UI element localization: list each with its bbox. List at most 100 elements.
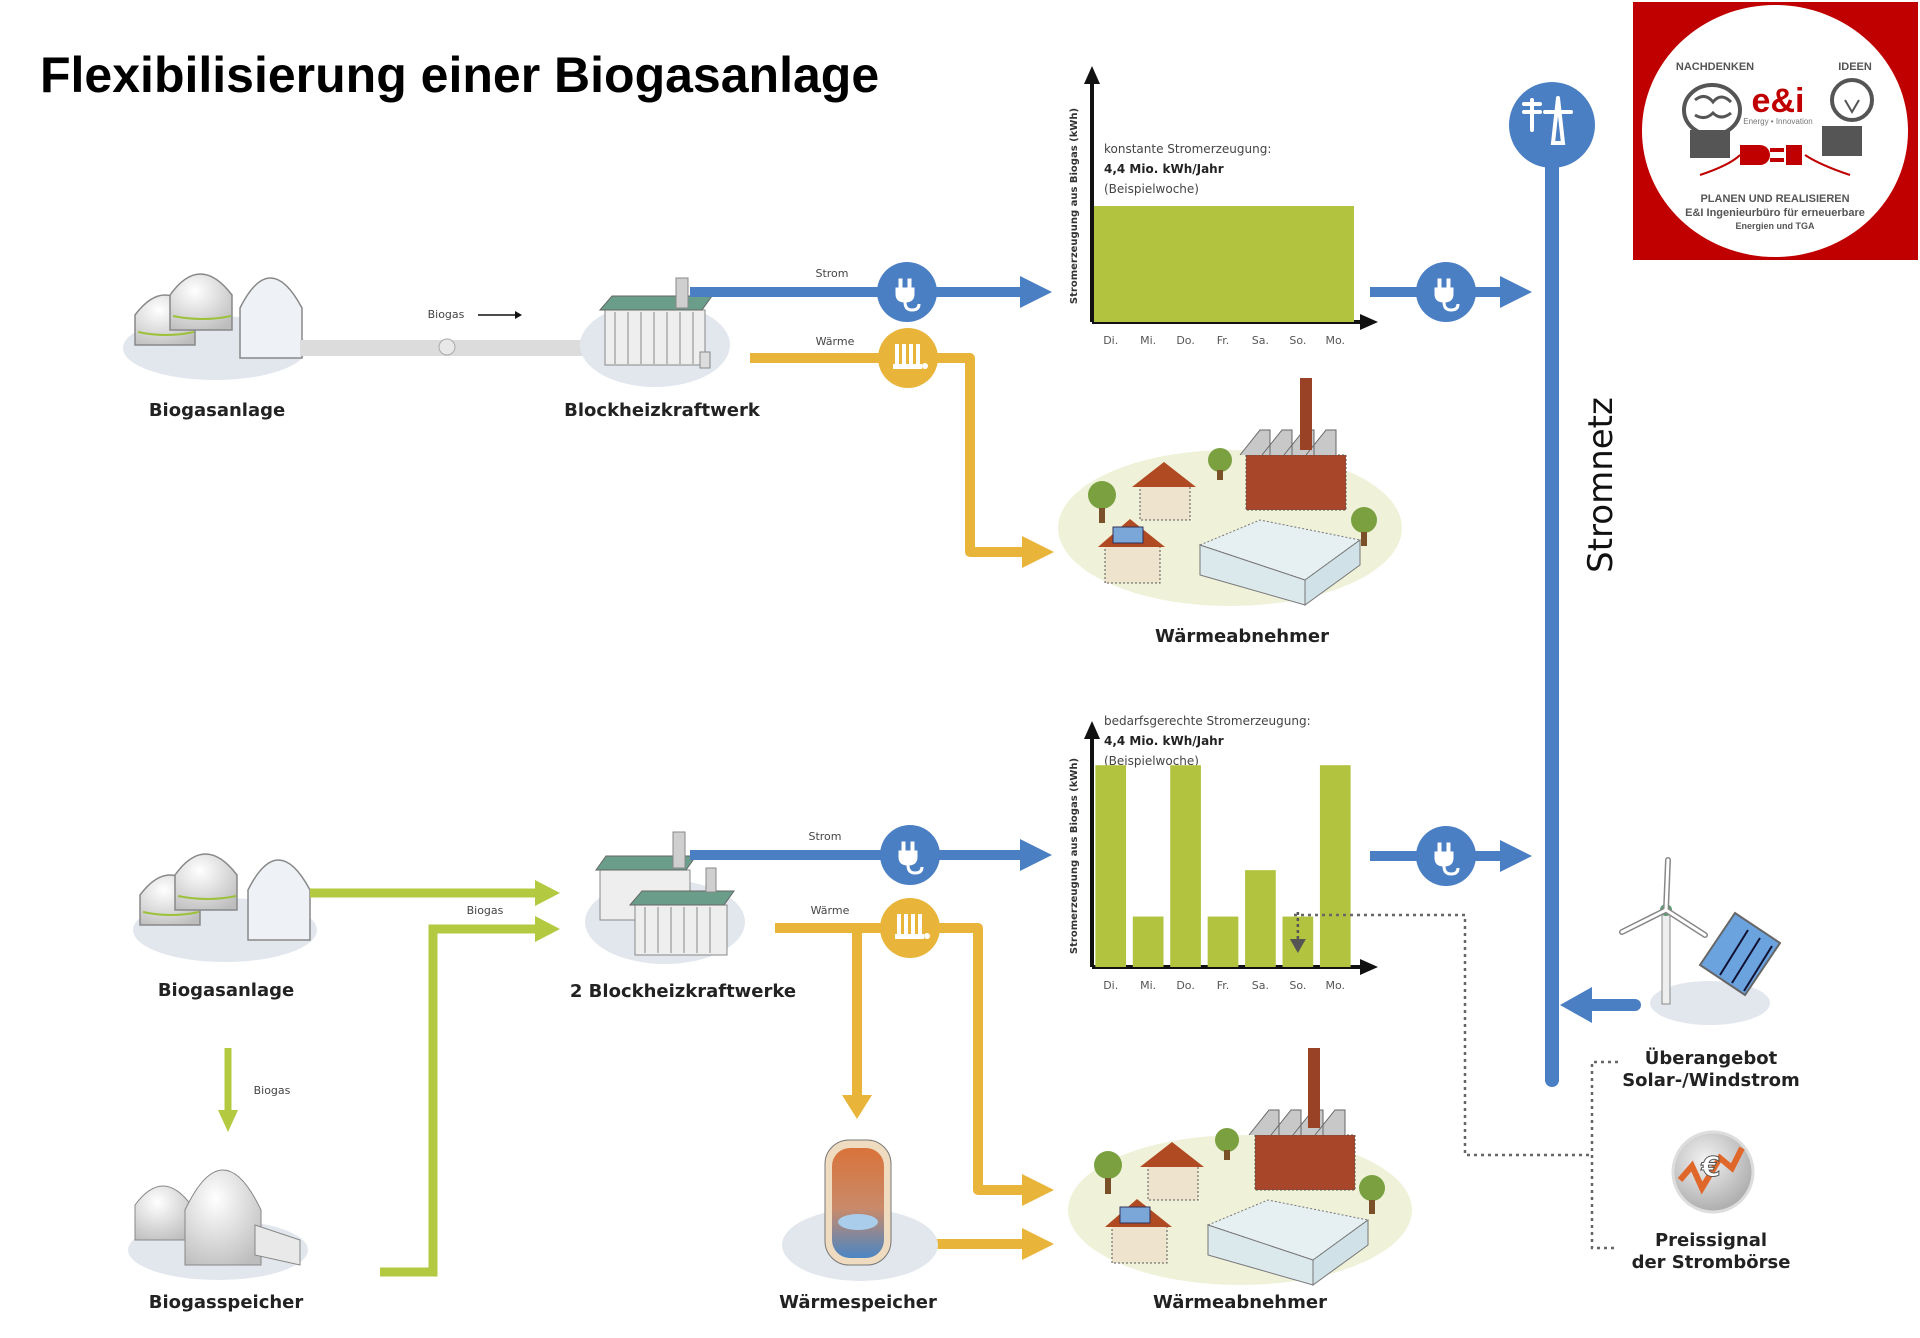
logo-text-ideen: IDEEN [1838, 61, 1872, 73]
strom-label: Strom [815, 267, 848, 280]
brain-icon [1682, 83, 1742, 158]
logo-text-nachdenken: NACHDENKEN [1676, 61, 1754, 73]
waerme-flow-line-2 [775, 923, 1030, 1195]
bar-mi [1132, 916, 1164, 967]
power-grid: Stromnetz [1509, 82, 1621, 1087]
x-tick-label: Mo. [1326, 979, 1346, 992]
plug-connection-icon [1699, 145, 1851, 176]
logo-brand: e&i [1752, 82, 1805, 120]
waerme-arrow-head [1022, 536, 1054, 568]
strom-label-2: Strom [808, 830, 841, 843]
grid-node [1509, 82, 1595, 168]
bar-fr [1207, 916, 1239, 967]
power-plug-icon [895, 278, 921, 312]
x-tick-label: Fr. [1217, 979, 1230, 992]
x-tick-label: Mi. [1140, 979, 1156, 992]
x-tick-label: Do. [1176, 334, 1195, 347]
waerme-node-2 [880, 898, 940, 958]
chart-subtitle: 4,4 Mio. kWh/Jahr [1104, 734, 1224, 748]
radiator-icon [893, 344, 928, 369]
chart-title: bedarfsgerechte Stromerzeugung: [1104, 714, 1311, 728]
power-plug-icon [1434, 842, 1460, 876]
power-plug-icon [1434, 278, 1460, 312]
chart-subtitle: 4,4 Mio. kWh/Jahr [1104, 162, 1224, 176]
grid-label: Stromnetz [1581, 397, 1621, 573]
chp-plant-icon [580, 277, 730, 387]
x-axis-arrow [1360, 314, 1378, 330]
chart-constant-generation: Stromerzeugung aus Biogas (kWh) konstante… [1069, 66, 1378, 347]
valve-icon [438, 338, 456, 356]
signal-dotted-lines [1294, 913, 1618, 1250]
logo-text-line1: PLANEN UND REALISIEREN [1700, 193, 1849, 205]
chp-plants-label: 2 Blockheizkraftwerke [570, 981, 796, 1002]
page-title: Flexibilisierung einer Biogasanlage [40, 47, 879, 103]
price-signal-label-1: Preissignal [1655, 1230, 1767, 1251]
power-pylon-icon [1522, 96, 1573, 145]
biogas-plant-label-2: Biogasanlage [158, 980, 294, 1001]
waerme-flow-line [750, 353, 1030, 557]
radiator-icon [895, 914, 930, 939]
bar-di [1095, 765, 1127, 967]
y-axis-arrow [1084, 721, 1100, 739]
waerme-label-2: Wärme [811, 904, 850, 917]
biogas-plant-label: Biogasanlage [149, 400, 285, 421]
biogas-storage-label: Biogasspeicher [149, 1292, 304, 1313]
price-signal-label-2: der Strombörse [1632, 1252, 1791, 1273]
x-tick-label: Mi. [1140, 334, 1156, 347]
heat-consumers-icon [1058, 378, 1402, 606]
biogas-plant-icon [123, 273, 307, 380]
oversupply-label-2: Solar-/Windstrom [1622, 1070, 1800, 1091]
waerme-node [878, 328, 938, 388]
heat-storage-label: Wärmespeicher [779, 1292, 937, 1313]
svg-text:€: € [1700, 1150, 1720, 1183]
bar-sa [1245, 870, 1276, 967]
y-axis-arrow [1084, 66, 1100, 84]
strom-to-grid-arrow [1500, 276, 1532, 308]
chart-title: konstante Stromerzeugung: [1104, 142, 1271, 156]
y-axis-label: Stromerzeugung aus Biogas (kWh) [1069, 108, 1080, 304]
chp-plant-label: Blockheizkraftwerk [564, 400, 761, 421]
x-tick-label: So. [1289, 979, 1306, 992]
biogas-pipe-label: Biogas [428, 308, 465, 321]
logo-text-line2: E&I Ingenieurbüro für erneuerbare [1685, 207, 1865, 219]
x-tick-label: Fr. [1217, 334, 1230, 347]
x-tick-label: Di. [1103, 334, 1118, 347]
biogas-plant-icon [133, 853, 317, 962]
logo-brand-sub: Energy • Innovation [1743, 117, 1813, 126]
biogas-storage-icon [128, 1169, 308, 1280]
biogas-storage-flow-line [380, 924, 540, 1277]
biogas-pipe-label-2: Biogas [467, 904, 504, 917]
y-axis-label: Stromerzeugung aus Biogas (kWh) [1069, 758, 1080, 954]
heat-consumers-label: Wärmeabnehmer [1155, 626, 1329, 647]
x-tick-label: Sa. [1252, 979, 1269, 992]
chart-note: (Beispielwoche) [1104, 754, 1199, 768]
x-tick-label: Sa. [1252, 334, 1269, 347]
chart-note: (Beispielwoche) [1104, 182, 1199, 196]
biogas-storage-pipe-label: Biogas [254, 1084, 291, 1097]
power-plug-icon [898, 841, 924, 875]
euro-price-icon: € [1671, 1130, 1755, 1214]
bar-block [1094, 206, 1354, 322]
x-tick-label: So. [1289, 334, 1306, 347]
heat-consumers-icon-2 [1068, 1048, 1412, 1286]
logo-text-line3: Energien und TGA [1735, 221, 1815, 231]
bottom-scenario: Biogasanlage Biogas Biogas Biogasspeiche… [128, 714, 1800, 1313]
light-bulb-icon [1822, 78, 1874, 156]
chp-plants-icon [585, 831, 745, 964]
bar-do [1170, 765, 1201, 967]
top-scenario: Biogasanlage Biogas Blockheizkraftwerk S… [123, 66, 1532, 647]
heat-consumers-label-2: Wärmeabnehmer [1153, 1292, 1327, 1313]
company-logo: NACHDENKEN IDEEN e&i Energy • Innovation… [1633, 2, 1918, 260]
oversupply-label-1: Überangebot [1645, 1047, 1778, 1069]
x-tick-label: Do. [1176, 979, 1195, 992]
x-tick-label: Di. [1103, 979, 1118, 992]
wind-solar-icon [1619, 857, 1782, 1025]
down-arrow-icon [1289, 939, 1306, 953]
waerme-label: Wärme [816, 335, 855, 348]
chart-demand-generation: Stromerzeugung aus Biogas (kWh) bedarfsge… [1069, 714, 1378, 992]
x-axis-arrow [1360, 959, 1378, 975]
bar-mo [1319, 765, 1351, 967]
x-tick-label: Mo. [1326, 334, 1346, 347]
heat-storage-icon [782, 1139, 938, 1281]
